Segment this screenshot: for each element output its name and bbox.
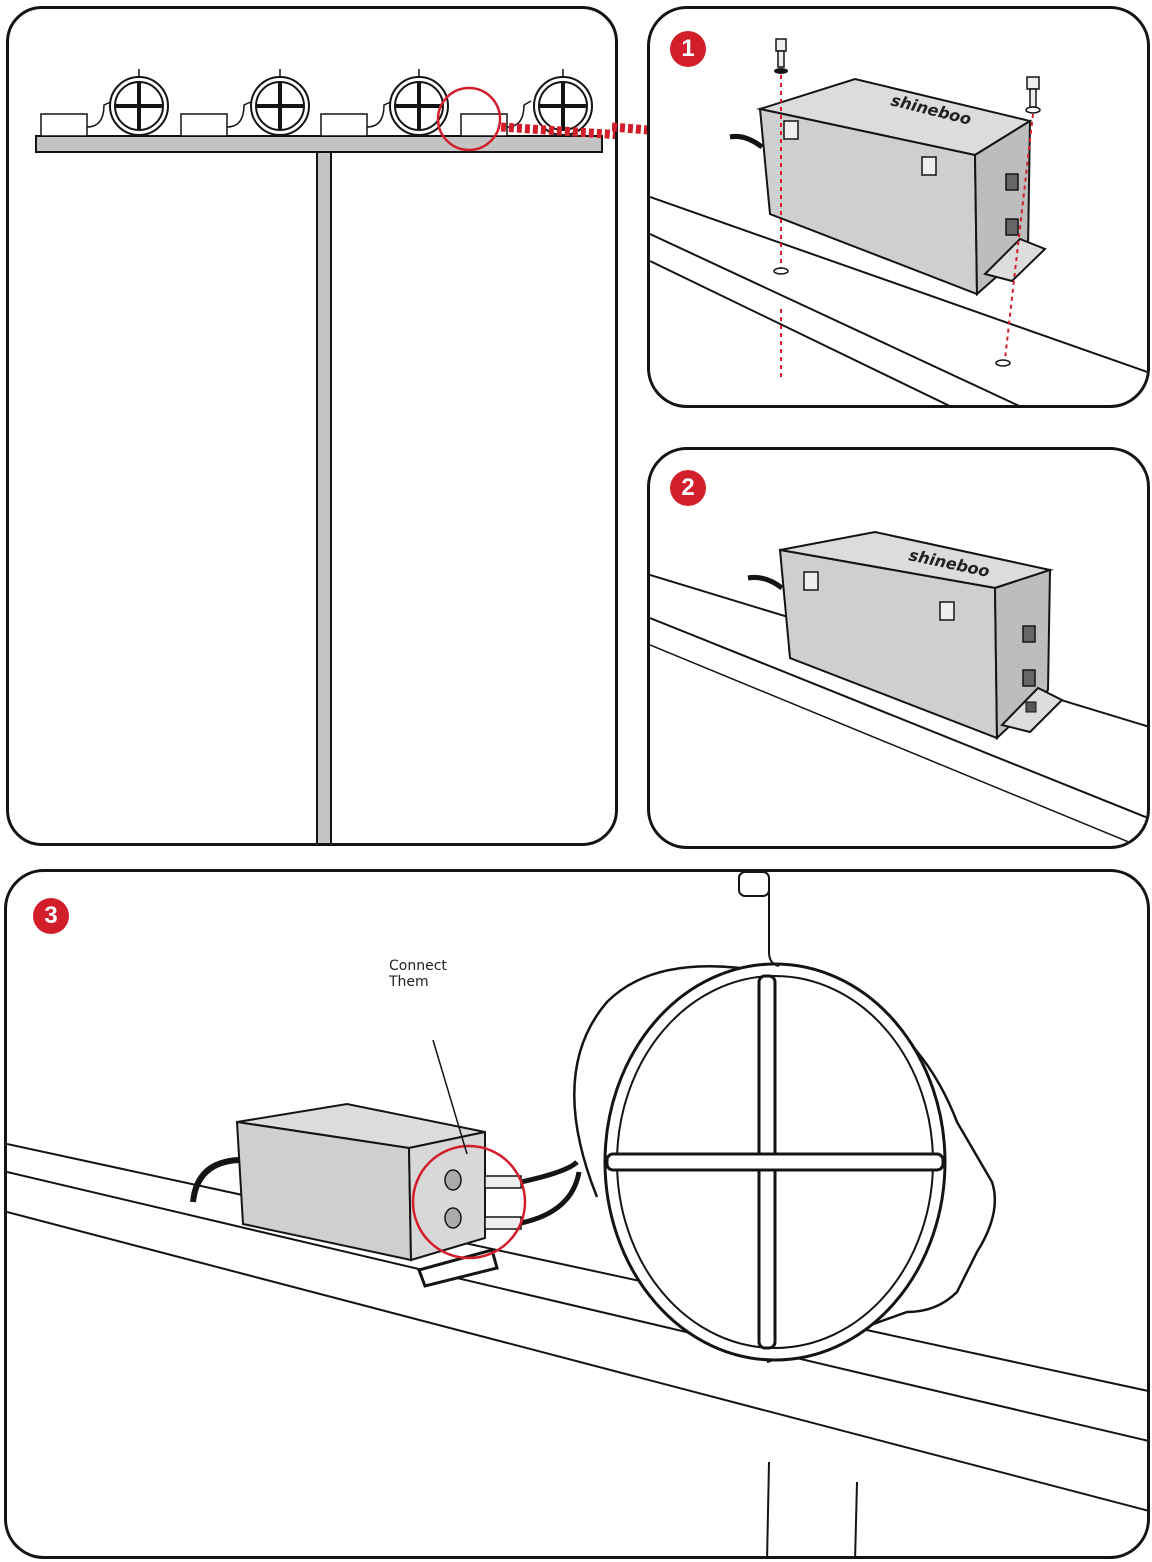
step-1-illustration: shineboo [650, 38, 1147, 405]
callout-line-1: Connect [389, 958, 447, 974]
washer-icon [995, 359, 1011, 367]
pole-illustration [35, 69, 615, 843]
callout-text: Connect Them [389, 958, 469, 990]
cable-connector-icon [484, 1160, 582, 1230]
step-badge-1: 1 [670, 31, 706, 67]
flood-light [573, 872, 997, 1364]
light-unit-2 [180, 69, 310, 137]
junction-box: shineboo [747, 530, 1064, 741]
junction-box [190, 1102, 499, 1288]
highlight-circle [411, 1144, 527, 1260]
arrow-right-icon [500, 122, 615, 140]
washer-icon [773, 267, 789, 275]
bolt-icon [1025, 76, 1041, 114]
step-2-illustration: shineboo [650, 530, 1147, 846]
callout-line-2: Them [389, 974, 429, 990]
junction-box: shineboo [729, 77, 1047, 297]
step-1-panel: shineboo 1 [647, 6, 1150, 408]
callout-leader [432, 1039, 468, 1155]
bolt-icon [774, 38, 788, 74]
light-unit-3 [320, 69, 449, 137]
step-2-panel: shineboo 2 [647, 447, 1150, 849]
light-unit-1 [40, 69, 169, 137]
step-3-illustration [7, 872, 1147, 1556]
step-badge-2: 2 [670, 470, 706, 506]
crossbar [35, 135, 603, 153]
bolt-icon [1025, 701, 1037, 713]
overview-panel [6, 6, 618, 846]
light-unit-4 [460, 69, 593, 137]
step-badge-3: 3 [33, 898, 69, 934]
step-3-panel: 3 Connect Them [4, 869, 1150, 1559]
highlight-circle [436, 86, 502, 152]
pole [316, 151, 332, 843]
